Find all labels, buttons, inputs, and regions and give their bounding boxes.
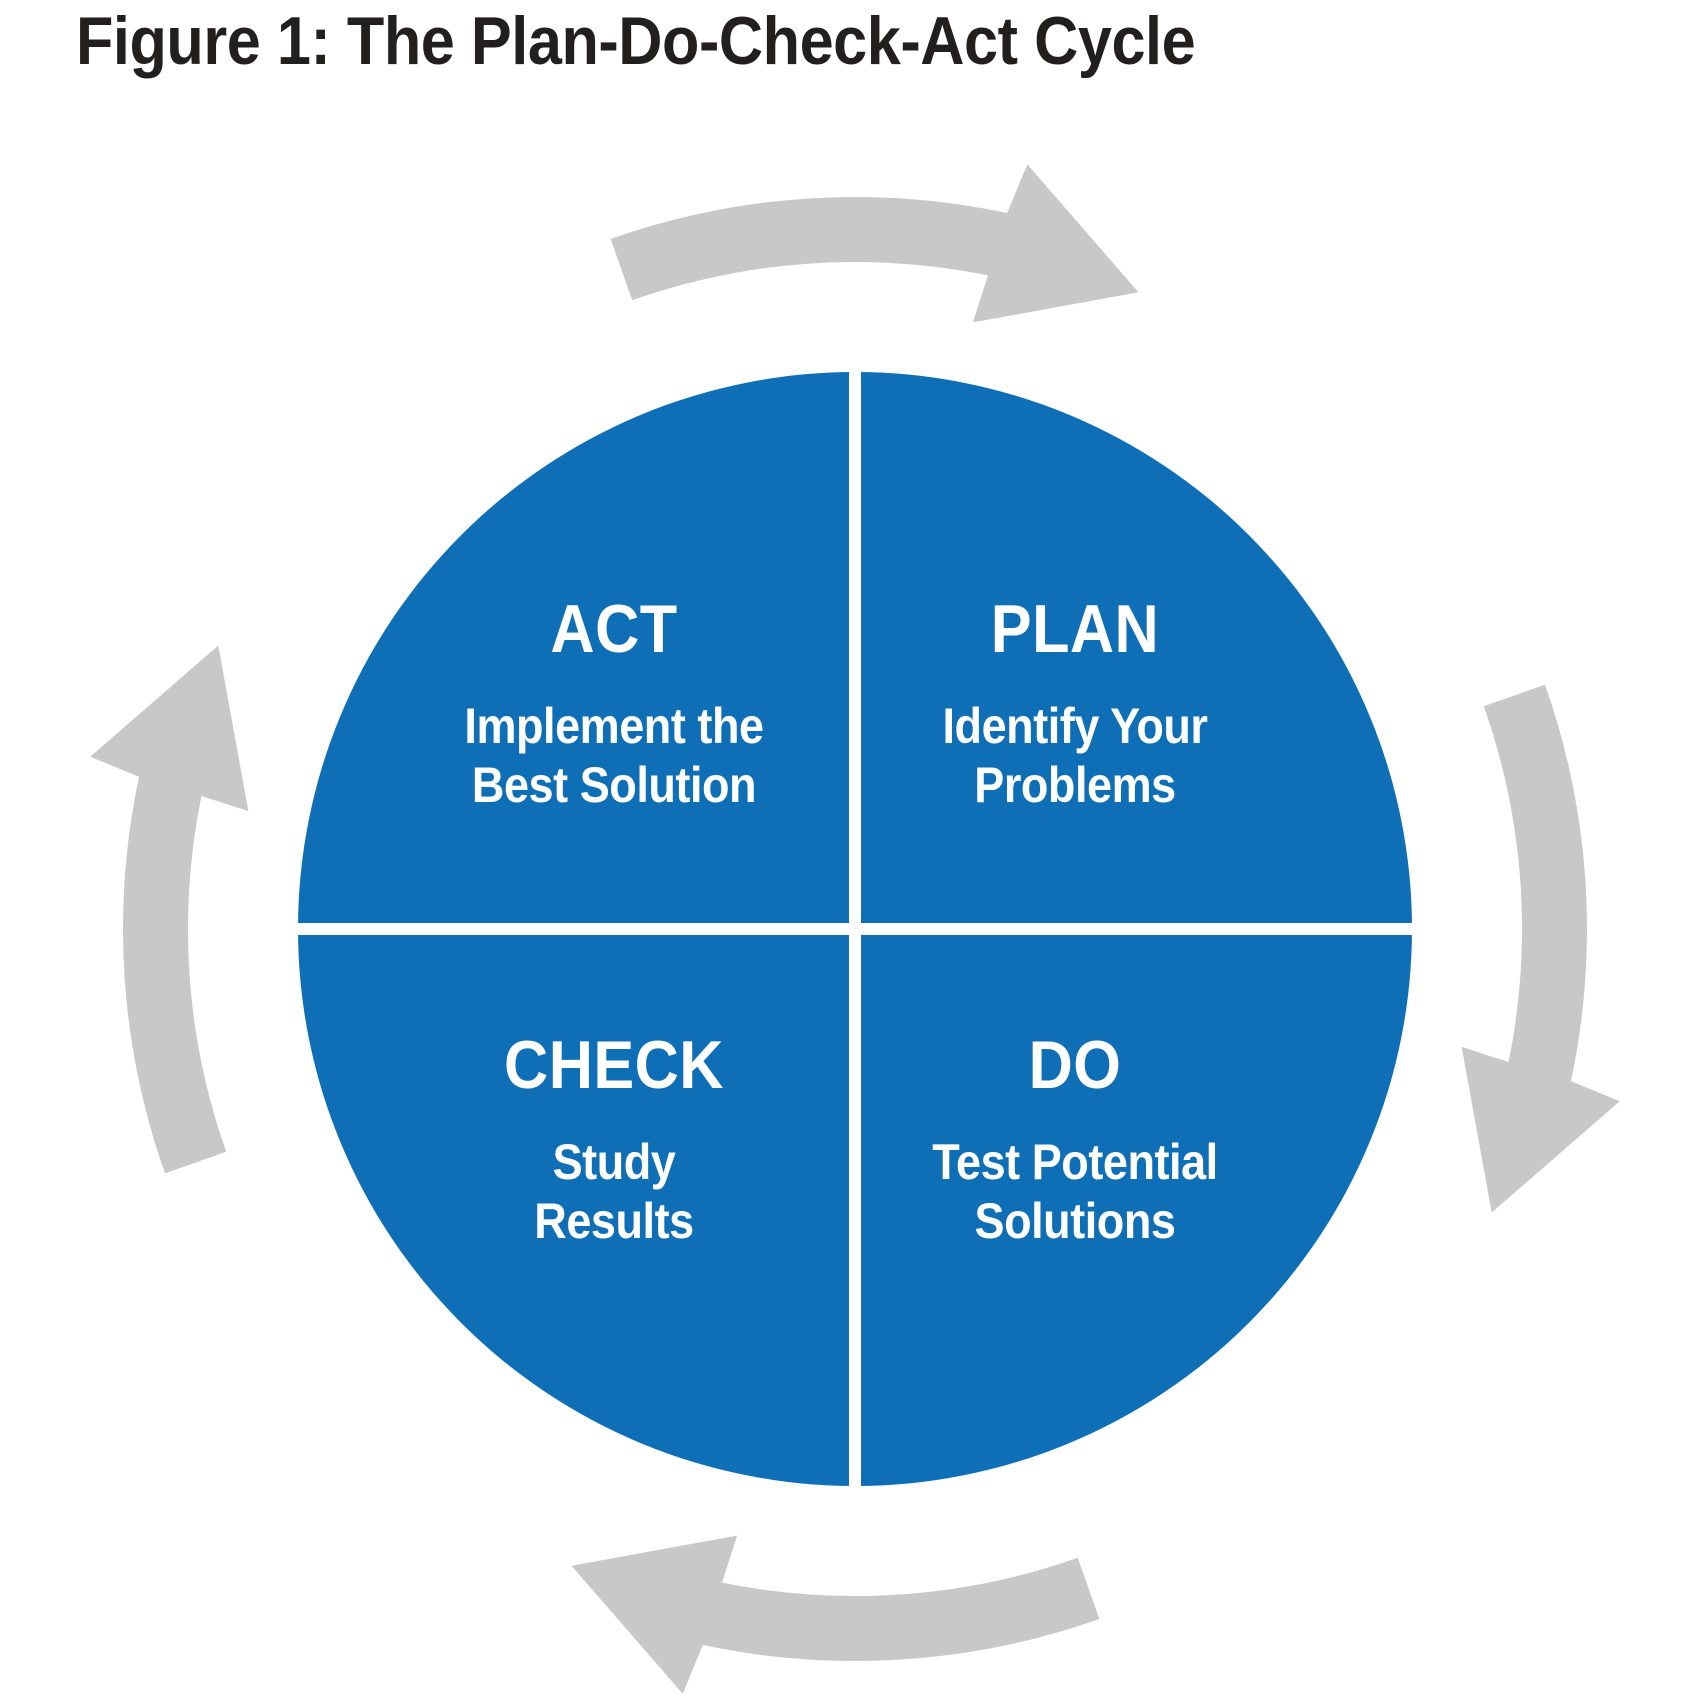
quadrant-act: ACT Implement the Best Solution	[380, 595, 848, 815]
quadrant-plan-desc-line1: Identify Your	[942, 698, 1208, 754]
quadrant-do-description: Test Potential Solutions	[841, 1133, 1309, 1251]
quadrant-check-desc-line1: Study	[552, 1134, 676, 1190]
quadrant-act-description: Implement the Best Solution	[380, 697, 848, 815]
quadrant-do: DO Test Potential Solutions	[841, 1031, 1309, 1251]
quadrant-check-desc-line2: Results	[534, 1193, 694, 1249]
quadrant-do-desc-line1: Test Potential	[932, 1134, 1218, 1190]
quadrant-plan-description: Identify Your Problems	[841, 697, 1309, 815]
quadrant-divider-horizontal	[292, 923, 1418, 935]
right-arrow-icon	[1461, 684, 1620, 1213]
top-arrow-icon	[610, 164, 1139, 323]
quadrant-check-label: CHECK	[504, 1027, 724, 1103]
quadrant-check: CHECK Study Results	[380, 1031, 848, 1251]
quadrant-do-label: DO	[1028, 1027, 1122, 1103]
quadrant-act-label: ACT	[550, 591, 678, 667]
left-arrow-icon	[90, 645, 249, 1174]
quadrant-act-desc-line1: Implement the	[464, 698, 764, 754]
quadrant-do-desc-line2: Solutions	[974, 1193, 1176, 1249]
quadrant-plan-desc-line2: Problems	[974, 757, 1176, 813]
quadrant-act-desc-line2: Best Solution	[471, 757, 757, 813]
bottom-arrow-icon	[571, 1535, 1100, 1694]
quadrant-check-description: Study Results	[380, 1133, 848, 1251]
quadrant-plan-label: PLAN	[990, 591, 1160, 667]
quadrant-plan: PLAN Identify Your Problems	[841, 595, 1309, 815]
figure-title: Figure 1: The Plan-Do-Check-Act Cycle	[76, 3, 1196, 79]
